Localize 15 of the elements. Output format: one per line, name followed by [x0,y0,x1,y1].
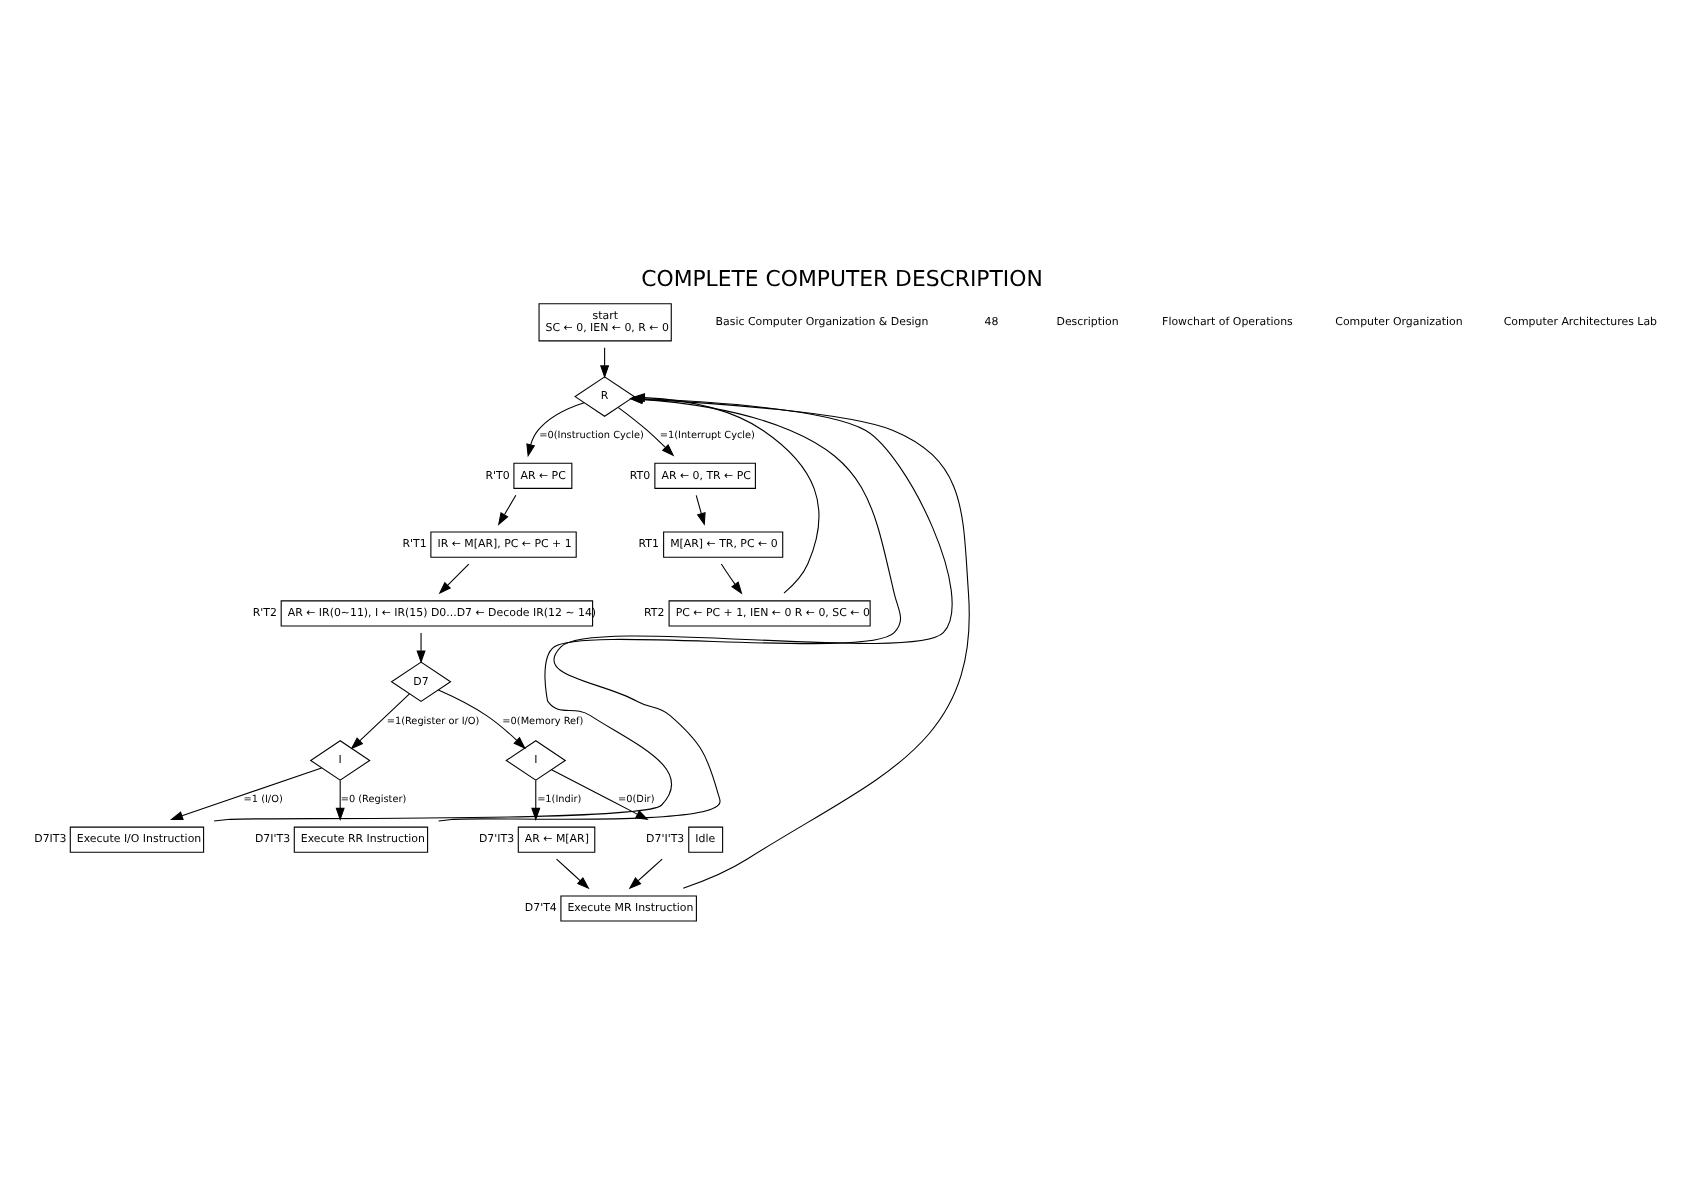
arrow [720,563,743,595]
arrow [556,858,590,890]
arrow [497,494,517,526]
arrow [531,779,541,821]
arrow [695,494,706,526]
arrow [617,407,675,457]
arrow [169,767,323,821]
arrow [438,563,470,595]
arrow [350,693,410,750]
arrow [416,632,426,664]
arrow [437,689,526,750]
arrow [526,402,585,458]
arrow [628,858,663,890]
diagram-title: COMPLETE COMPUTER DESCRIPTION [641,266,1043,293]
arrow [335,779,345,821]
